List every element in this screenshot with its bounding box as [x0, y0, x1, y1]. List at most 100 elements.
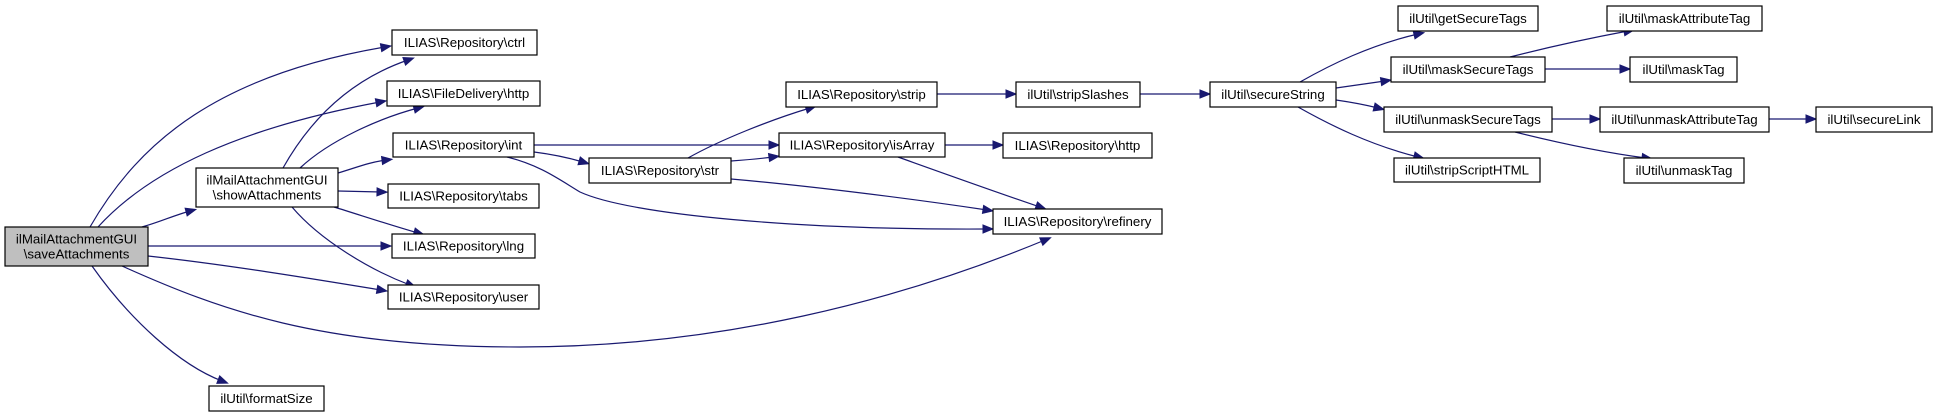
node-label: ILIAS\Repository\int	[405, 138, 523, 153]
node-formatSize[interactable]: ilUtil\formatSize	[208, 385, 325, 412]
node-label: ILIAS\Repository\isArray	[790, 138, 935, 153]
node-label: ilUtil\maskTag	[1642, 62, 1724, 77]
edge-line	[121, 239, 1046, 348]
edge-root-to-refinery	[121, 237, 1052, 348]
node-user[interactable]: ILIAS\Repository\user	[387, 284, 540, 310]
edge-secureString-to-unmaskSecureTags	[1335, 99, 1386, 112]
node-label: ilUtil\stripScriptHTML	[1405, 163, 1529, 178]
node-box	[778, 132, 946, 158]
edge-showAtt-to-int	[337, 155, 394, 174]
arrowhead-icon	[380, 155, 394, 166]
edge-showAtt-to-tabs	[337, 187, 389, 197]
node-label: \showAttachments	[213, 188, 322, 203]
node-label: ilUtil\getSecureTags	[1409, 11, 1527, 26]
arrowhead-icon	[982, 224, 995, 234]
edge-line	[1299, 33, 1419, 83]
node-box	[1397, 5, 1539, 32]
arrowhead-icon	[767, 152, 781, 163]
node-isArray[interactable]: ILIAS\Repository\isArray	[778, 132, 946, 158]
node-str[interactable]: ILIAS\Repository\str	[588, 157, 732, 184]
node-tabs[interactable]: ILIAS\Repository\tabs	[387, 183, 540, 209]
node-box	[1015, 81, 1141, 108]
arrowhead-icon	[402, 56, 415, 66]
edge-root-to-showAtt	[141, 207, 198, 228]
node-ctrl[interactable]: ILIAS\Repository\ctrl	[391, 29, 538, 56]
edge-maskSecureTags-to-maskAttributeTag	[1509, 27, 1636, 58]
nodes-layer: ilMailAttachmentGUI\saveAttachments ilMai…	[4, 5, 1933, 412]
node-label: ILIAS\Repository\tabs	[399, 189, 528, 204]
node-getSecureTags[interactable]: ilUtil\getSecureTags	[1397, 5, 1539, 32]
arrowhead-icon	[1412, 30, 1426, 40]
node-label: ilUtil\maskAttributeTag	[1619, 11, 1751, 26]
arrowhead-icon	[379, 43, 393, 53]
node-unmaskTag[interactable]: ilUtil\unmaskTag	[1623, 157, 1745, 184]
node-unmaskSecureTags[interactable]: ilUtil\unmaskSecureTags	[1383, 106, 1553, 133]
node-refinery[interactable]: ILIAS\Repository\refinery	[992, 208, 1163, 235]
edge-root-to-ctrl	[89, 43, 393, 228]
node-box	[1390, 56, 1546, 83]
node-fdhttp[interactable]: ILIAS\FileDelivery\http	[386, 80, 541, 107]
edge-line	[1335, 99, 1379, 109]
arrowhead-icon	[1805, 114, 1818, 124]
node-root: ilMailAttachmentGUI\saveAttachments	[4, 226, 149, 267]
edge-line	[97, 101, 381, 228]
node-int[interactable]: ILIAS\Repository\int	[392, 132, 535, 158]
edge-line	[337, 159, 387, 174]
node-label: \saveAttachments	[24, 247, 130, 262]
node-box	[588, 157, 732, 184]
arrowhead-icon	[1589, 114, 1602, 124]
node-maskAttributeTag[interactable]: ilUtil\maskAttributeTag	[1606, 5, 1763, 32]
node-box	[1629, 56, 1738, 83]
arrowhead-icon	[184, 207, 198, 217]
edge-int-to-refinery	[506, 156, 995, 234]
node-box	[391, 29, 538, 56]
node-unmaskAttributeTag[interactable]: ilUtil\unmaskAttributeTag	[1599, 106, 1770, 133]
node-strip[interactable]: ILIAS\Repository\strip	[785, 81, 938, 108]
edge-line	[337, 190, 382, 193]
edge-root-to-fdhttp	[97, 98, 388, 228]
edge-line	[687, 107, 811, 159]
edge-unmaskAttributeTag-to-secureLink	[1769, 114, 1818, 124]
edge-line	[1509, 30, 1629, 58]
node-showAtt[interactable]: ilMailAttachmentGUI\showAttachments	[195, 167, 339, 208]
node-box	[387, 183, 540, 209]
edge-str-to-isArray	[730, 152, 781, 163]
edge-line	[147, 255, 382, 291]
node-stripSlashes[interactable]: ilUtil\stripSlashes	[1015, 81, 1141, 108]
edge-secureString-to-getSecureTags	[1299, 30, 1426, 83]
node-label: ilUtil\unmaskTag	[1636, 163, 1733, 178]
node-box	[785, 81, 938, 108]
edge-showAtt-to-ctrl	[282, 56, 415, 169]
edge-line	[282, 59, 409, 169]
node-label: ILIAS\Repository\refinery	[1004, 214, 1152, 229]
node-label: ILIAS\Repository\strip	[797, 87, 926, 102]
node-stripScriptHTML[interactable]: ilUtil\stripScriptHTML	[1393, 157, 1541, 183]
node-label: ilUtil\secureLink	[1827, 112, 1920, 127]
node-label: ILIAS\Repository\lng	[403, 239, 524, 254]
arrowhead-icon	[1034, 201, 1047, 211]
node-maskSecureTags[interactable]: ilUtil\maskSecureTags	[1390, 56, 1546, 83]
node-secureLink[interactable]: ilUtil\secureLink	[1815, 106, 1933, 133]
arrowhead-icon	[216, 374, 229, 384]
node-secureString[interactable]: ilUtil\secureString	[1209, 81, 1337, 108]
arrowhead-icon	[992, 140, 1005, 150]
node-box	[1383, 106, 1553, 133]
node-box	[4, 226, 149, 267]
arrowhead-icon	[380, 241, 393, 251]
node-label: ILIAS\Repository\ctrl	[404, 35, 525, 50]
node-box	[391, 233, 536, 259]
edge-str-to-refinery	[730, 178, 995, 215]
node-rhttp[interactable]: ILIAS\Repository\http	[1002, 132, 1153, 159]
node-maskTag[interactable]: ilUtil\maskTag	[1629, 56, 1738, 83]
node-label: ilUtil\formatSize	[220, 391, 312, 406]
node-label: ilUtil\unmaskSecureTags	[1395, 112, 1541, 127]
edge-showAtt-to-lng	[333, 206, 426, 237]
edge-line	[506, 156, 988, 230]
edge-root-to-lng	[148, 241, 393, 251]
edge-line	[730, 156, 774, 162]
edge-root-to-user	[147, 255, 389, 294]
arrowhead-icon	[1199, 89, 1212, 99]
node-label: ilUtil\secureString	[1221, 87, 1324, 102]
edge-maskSecureTags-to-maskTag	[1545, 64, 1632, 74]
node-lng[interactable]: ILIAS\Repository\lng	[391, 233, 536, 259]
